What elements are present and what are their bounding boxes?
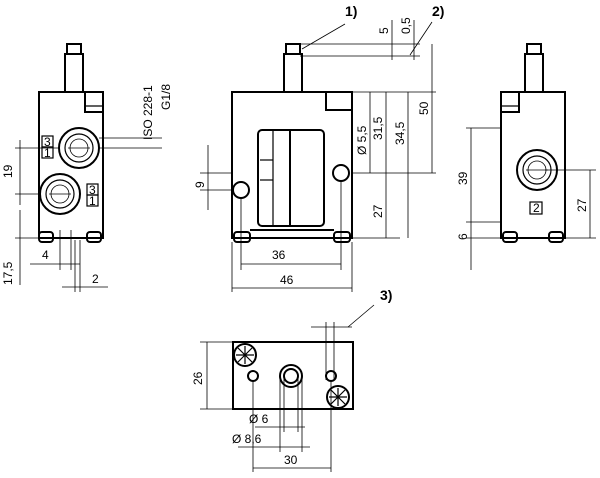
left-stem-cap [66, 43, 82, 55]
front-top-pocket [325, 91, 353, 111]
left-dim-17-5: 17,5 [1, 261, 15, 285]
bottom-dim-diameter-6: Ø 6 [249, 412, 269, 426]
front-dim-9: 9 [193, 181, 207, 188]
bottom-screw-right [326, 385, 350, 409]
left-side-view: 3 1 3 1 ISO 228-1 G1/8 19 17,5 4 2 [1, 43, 173, 292]
bottom-dim-26: 26 [191, 371, 205, 385]
front-dim-27: 27 [371, 204, 385, 218]
bottom-port-inner [283, 368, 299, 384]
right-port-2-label: 2 [533, 201, 540, 215]
left-dim-2: 2 [92, 272, 99, 286]
front-dim-46: 46 [280, 273, 294, 287]
front-view: 1) 2) 5 0,5 50 Ø 5,5 31,5 34,5 27 9 [193, 3, 444, 292]
right-stem [524, 53, 544, 93]
front-dim-50: 50 [417, 101, 431, 115]
left-dim-4: 4 [42, 248, 49, 262]
front-dim-36: 36 [272, 248, 286, 262]
right-body [500, 91, 566, 239]
left-port-lower-1-label: 1 [89, 194, 96, 208]
bottom-view: 3) 26 Ø 6 Ø 8,6 30 [191, 287, 392, 472]
right-dim-39: 39 [456, 171, 470, 185]
left-port-upper-3-label: 3 [44, 135, 51, 149]
left-top-pocket [84, 91, 104, 113]
thread-label-g18: G1/8 [159, 84, 173, 110]
bottom-screw-left [233, 343, 257, 367]
left-port-lower-3-label: 3 [89, 183, 96, 197]
front-stem [283, 53, 303, 93]
front-dim-5: 5 [377, 27, 391, 34]
front-dim-0-5: 0,5 [399, 17, 413, 34]
right-top-pocket [500, 91, 520, 113]
right-side-view: 2 39 6 27 [456, 43, 596, 270]
front-dim-31-5: 31,5 [371, 116, 385, 140]
callout-1: 1) [345, 3, 357, 19]
left-body [38, 91, 104, 239]
front-mounting-hole-right [332, 164, 350, 182]
bottom-hole-small-right [325, 370, 337, 382]
bottom-dim-30: 30 [284, 453, 298, 467]
left-port-box-lower-1 [86, 194, 99, 207]
left-dim-19: 19 [1, 164, 15, 178]
front-mounting-hole-left [232, 181, 250, 199]
front-body [231, 91, 353, 239]
right-dim-6: 6 [456, 233, 470, 240]
front-dim-diameter-5-5: Ø 5,5 [355, 125, 369, 155]
callout-2: 2) [432, 3, 444, 19]
bottom-body [232, 341, 354, 410]
callout-3: 3) [380, 287, 392, 303]
left-port-upper-1-label: 1 [44, 146, 51, 160]
right-stem-cap [526, 43, 542, 55]
front-dim-34-5: 34,5 [393, 121, 407, 145]
right-port-box-2 [529, 201, 543, 215]
bottom-hole-small-left [247, 370, 259, 382]
left-stem [64, 53, 84, 93]
left-port-box-upper-1 [41, 146, 54, 159]
front-stem-cap [285, 43, 301, 55]
bottom-dim-diameter-8-6: Ø 8,6 [232, 432, 262, 446]
thread-label-iso: ISO 228-1 [141, 85, 155, 140]
right-dim-27: 27 [575, 198, 589, 212]
